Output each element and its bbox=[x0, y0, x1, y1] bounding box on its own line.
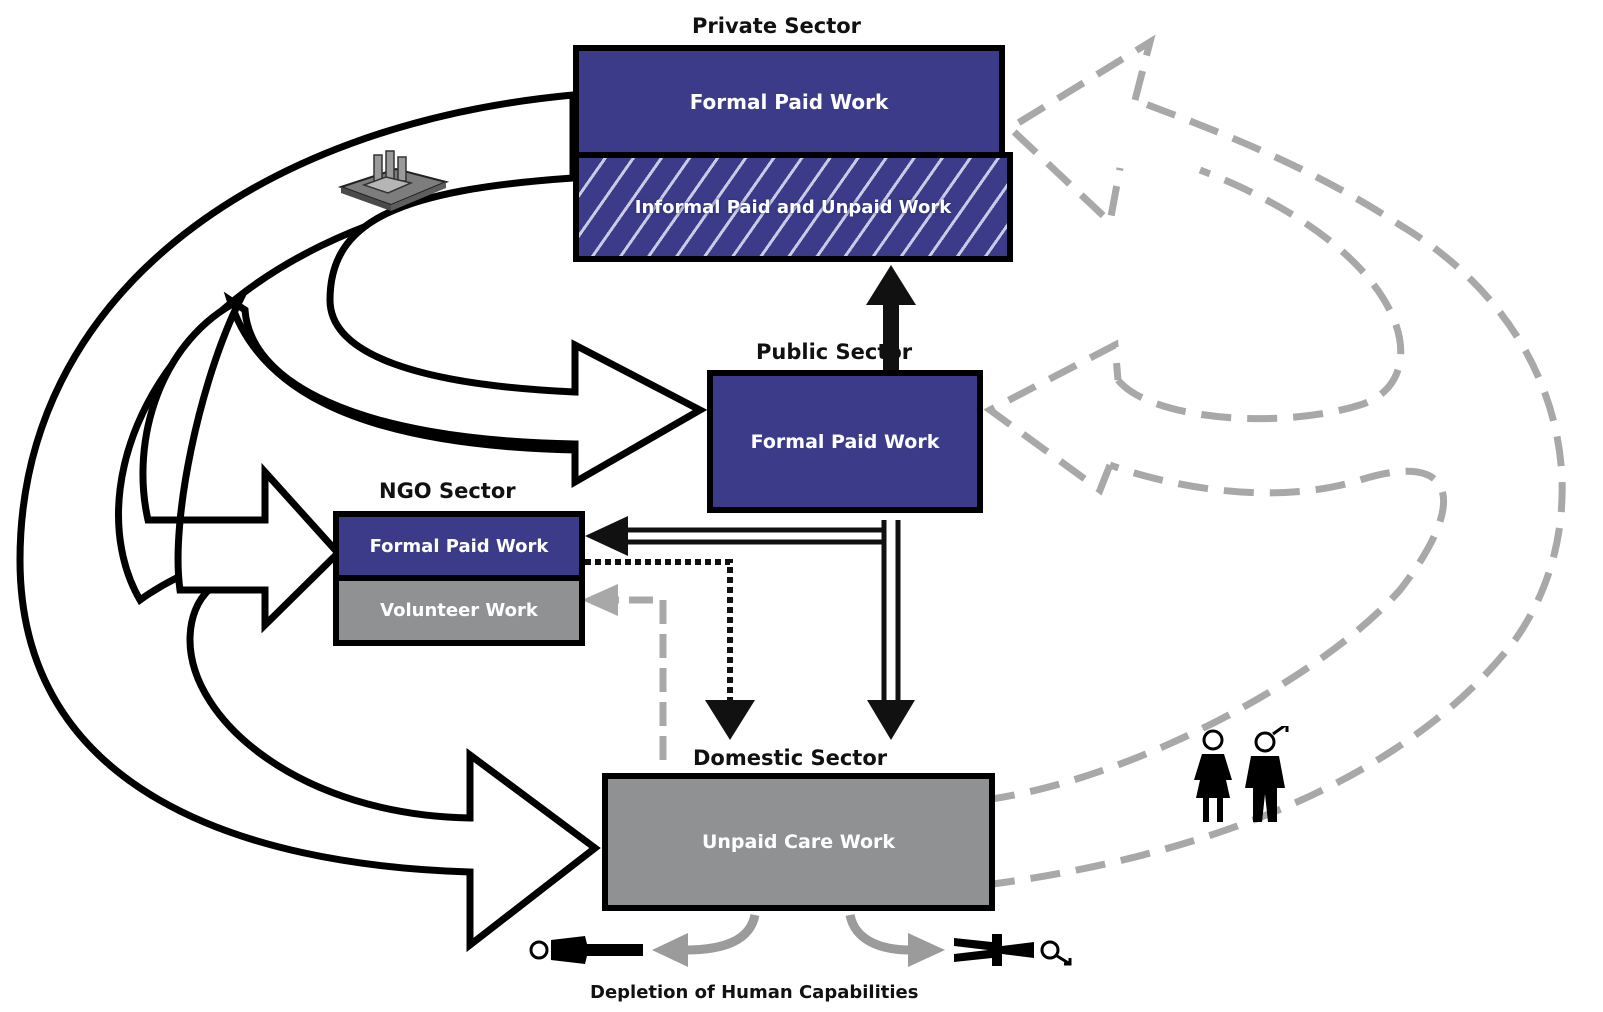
private-formal-paid-work-label: Formal Paid Work bbox=[689, 89, 889, 114]
fallen-man-icon bbox=[954, 934, 1072, 966]
double-arrow-public-to-ngo bbox=[625, 527, 884, 545]
dotted-arrowhead-domestic bbox=[705, 700, 755, 740]
public-formal-paid-work-box: Formal Paid Work bbox=[707, 370, 983, 513]
arrow-public-to-private-head bbox=[866, 265, 916, 305]
fallen-woman-icon bbox=[529, 936, 643, 964]
dashed-feedback-mid bbox=[1115, 166, 1405, 423]
depletion-caption: Depletion of Human Capabilities bbox=[590, 982, 919, 1003]
ngo-formal-paid-work-label: Formal Paid Work bbox=[369, 535, 549, 557]
arrow-public-to-private-shaft bbox=[883, 300, 899, 370]
ngo-formal-paid-work-box: Formal Paid Work bbox=[333, 511, 585, 581]
private-informal-work-label: Informal Paid and Unpaid Work bbox=[634, 196, 952, 218]
ngo-volunteer-work-box: Volunteer Work bbox=[333, 575, 585, 646]
public-formal-paid-work-label: Formal Paid Work bbox=[750, 430, 940, 453]
double-arrow-public-to-domestic bbox=[881, 520, 901, 700]
ngo-sector-title: NGO Sector bbox=[379, 479, 516, 503]
man-icon bbox=[1245, 726, 1289, 822]
dashed-feedback-inner-head bbox=[983, 339, 1122, 496]
arrowhead-ngo bbox=[585, 516, 628, 556]
domestic-unpaid-care-work-box: Unpaid Care Work bbox=[602, 773, 995, 911]
woman-icon bbox=[1194, 729, 1232, 822]
domestic-unpaid-care-work-label: Unpaid Care Work bbox=[701, 831, 896, 853]
dashed-feedback-inner bbox=[984, 461, 1448, 804]
dashed-feedback-outer-head bbox=[1004, 34, 1156, 229]
private-informal-work-box: Informal Paid and Unpaid Work bbox=[573, 152, 1013, 262]
dotted-arrow-ngo-to-domestic bbox=[585, 559, 733, 700]
depletion-arrows bbox=[652, 913, 945, 967]
flow-arrow-private-to-domestic bbox=[16, 91, 601, 953]
dashed-arrow-domestic-to-ngo bbox=[615, 596, 667, 760]
public-sector-title: Public Sector bbox=[756, 340, 913, 364]
dashed-feedback-outer bbox=[984, 96, 1566, 889]
private-sector-title: Private Sector bbox=[692, 14, 862, 38]
factory-icon bbox=[337, 150, 450, 211]
arrowhead-domestic bbox=[867, 700, 915, 740]
domestic-sector-title: Domestic Sector bbox=[693, 746, 888, 770]
dashed-arrowhead-ngo bbox=[582, 584, 618, 616]
private-formal-paid-work-box: Formal Paid Work bbox=[573, 45, 1005, 158]
flow-arrow-private-to-ngo bbox=[139, 292, 343, 634]
ngo-volunteer-work-label: Volunteer Work bbox=[380, 600, 538, 621]
